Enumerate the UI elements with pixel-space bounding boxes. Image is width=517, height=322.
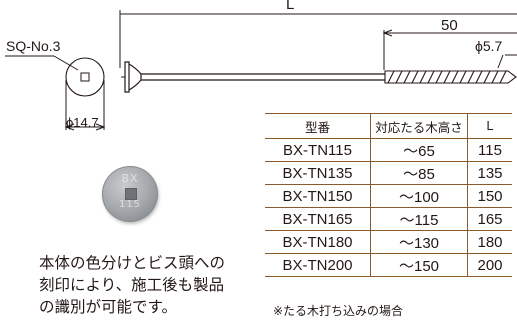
- table-row: BX-TN180 〜130 180: [265, 230, 512, 254]
- cell-rafter-height: 〜85: [370, 161, 468, 185]
- cell-length: 180: [467, 230, 512, 254]
- drive-type-label: SQ-No.3: [6, 38, 61, 54]
- header-rafter-height: 対応たる木高さ: [370, 113, 468, 139]
- cell-model: BX-TN180: [265, 230, 371, 254]
- screw-head-side: [121, 61, 142, 93]
- cell-model: BX-TN135: [265, 161, 371, 185]
- cell-rafter-height: 〜150: [370, 253, 468, 277]
- table-row: BX-TN115 〜65 115: [265, 138, 512, 162]
- cell-rafter-height: 〜65: [370, 138, 468, 162]
- spec-table-header-row: 型番 対応たる木高さ L: [265, 113, 512, 139]
- description-line: 刻印により、施工後も製品: [39, 276, 225, 294]
- table-row: BX-TN150 〜100 150: [265, 184, 512, 208]
- table-footnote: ※たる木打ち込みの場合: [273, 304, 404, 318]
- square-drive-recess: [80, 72, 90, 82]
- drive-label-leader: [53, 55, 79, 71]
- cell-rafter-height: 〜115: [370, 207, 468, 231]
- cell-length: 165: [467, 207, 512, 231]
- cell-model: BX-TN165: [265, 207, 371, 231]
- description-text: 本体の色分けとビス頭への 刻印により、施工後も製品 の識別が可能です。: [39, 252, 225, 318]
- description-line: の識別が可能です。: [39, 298, 177, 316]
- cell-model: BX-TN200: [265, 253, 371, 277]
- description-line: 本体の色分けとビス頭への: [39, 254, 226, 272]
- head-diameter-arrow-right: [95, 123, 106, 131]
- spec-table: 型番 対応たる木高さ L BX-TN115 〜65 115 BX-TN135 〜…: [265, 113, 512, 277]
- header-model: 型番: [265, 113, 371, 139]
- screw-head-photo: BX 115: [102, 166, 158, 222]
- cell-length: 115: [467, 138, 512, 162]
- cell-rafter-height: 〜100: [370, 184, 468, 208]
- head-diameter-arrow-left: [64, 123, 75, 131]
- square-recess-photo: [125, 188, 137, 200]
- table-row: BX-TN200 〜150 200: [265, 253, 512, 277]
- header-length: L: [467, 113, 512, 139]
- table-row: BX-TN165 〜115 165: [265, 207, 512, 231]
- thread-diameter-label: ϕ5.7: [475, 38, 503, 54]
- thread-length-label: 50: [441, 17, 458, 34]
- cell-rafter-height: 〜130: [370, 230, 468, 254]
- screw-head-top-view: [65, 57, 105, 97]
- cell-length: 200: [467, 253, 512, 277]
- head-engraving-top: BX: [121, 172, 139, 185]
- cell-model: BX-TN150: [265, 184, 371, 208]
- thread-diameter-leader-tick: [497, 54, 504, 69]
- table-row: BX-TN135 〜85 135: [265, 161, 512, 185]
- thread-length-arrow: [382, 29, 393, 37]
- cell-length: 135: [467, 161, 512, 185]
- cell-length: 150: [467, 184, 512, 208]
- cell-model: BX-TN115: [265, 138, 371, 162]
- head-engraving-bottom: 115: [118, 199, 142, 210]
- head-diameter-label: ϕ14.7: [66, 115, 99, 130]
- length-label: L: [286, 0, 295, 13]
- screw-thread: [384, 70, 517, 84]
